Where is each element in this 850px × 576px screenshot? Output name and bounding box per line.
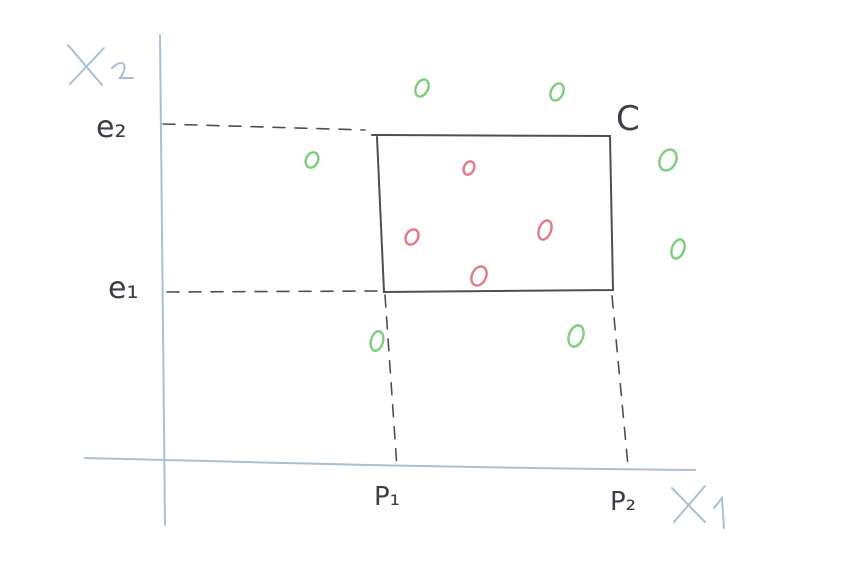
inside-point <box>404 228 420 246</box>
rectangle-c <box>371 134 615 294</box>
label-c: C <box>616 99 640 139</box>
inside-point <box>462 160 476 176</box>
p2-dashed-line <box>611 295 629 467</box>
outside-point <box>658 148 678 172</box>
outside-point <box>670 238 686 260</box>
inside-point <box>470 265 488 287</box>
outside-point <box>369 330 385 352</box>
outside-point <box>549 82 565 102</box>
e2-dashed-line <box>162 123 366 131</box>
x-axis-label-glyph <box>671 485 725 529</box>
y-axis-line <box>159 34 166 526</box>
e1-dashed-line <box>166 290 379 293</box>
x-axis-line <box>84 457 696 471</box>
label-p1: P₁ <box>374 482 400 512</box>
outside-point <box>414 78 430 98</box>
label-p2: P₂ <box>610 487 636 517</box>
projection-lines <box>162 123 629 469</box>
inside-point <box>537 219 553 241</box>
y-axis-label-glyph <box>67 44 134 86</box>
outside-points <box>304 78 686 352</box>
p1-dashed-line <box>384 294 398 469</box>
outside-point <box>567 324 585 348</box>
label-e2: e₂ <box>96 110 126 145</box>
label-e1: e₁ <box>108 271 138 306</box>
outside-point <box>304 151 320 169</box>
axes <box>84 34 696 526</box>
inside-points <box>404 160 553 287</box>
x-axis-label: X₁ <box>0 0 2 1</box>
